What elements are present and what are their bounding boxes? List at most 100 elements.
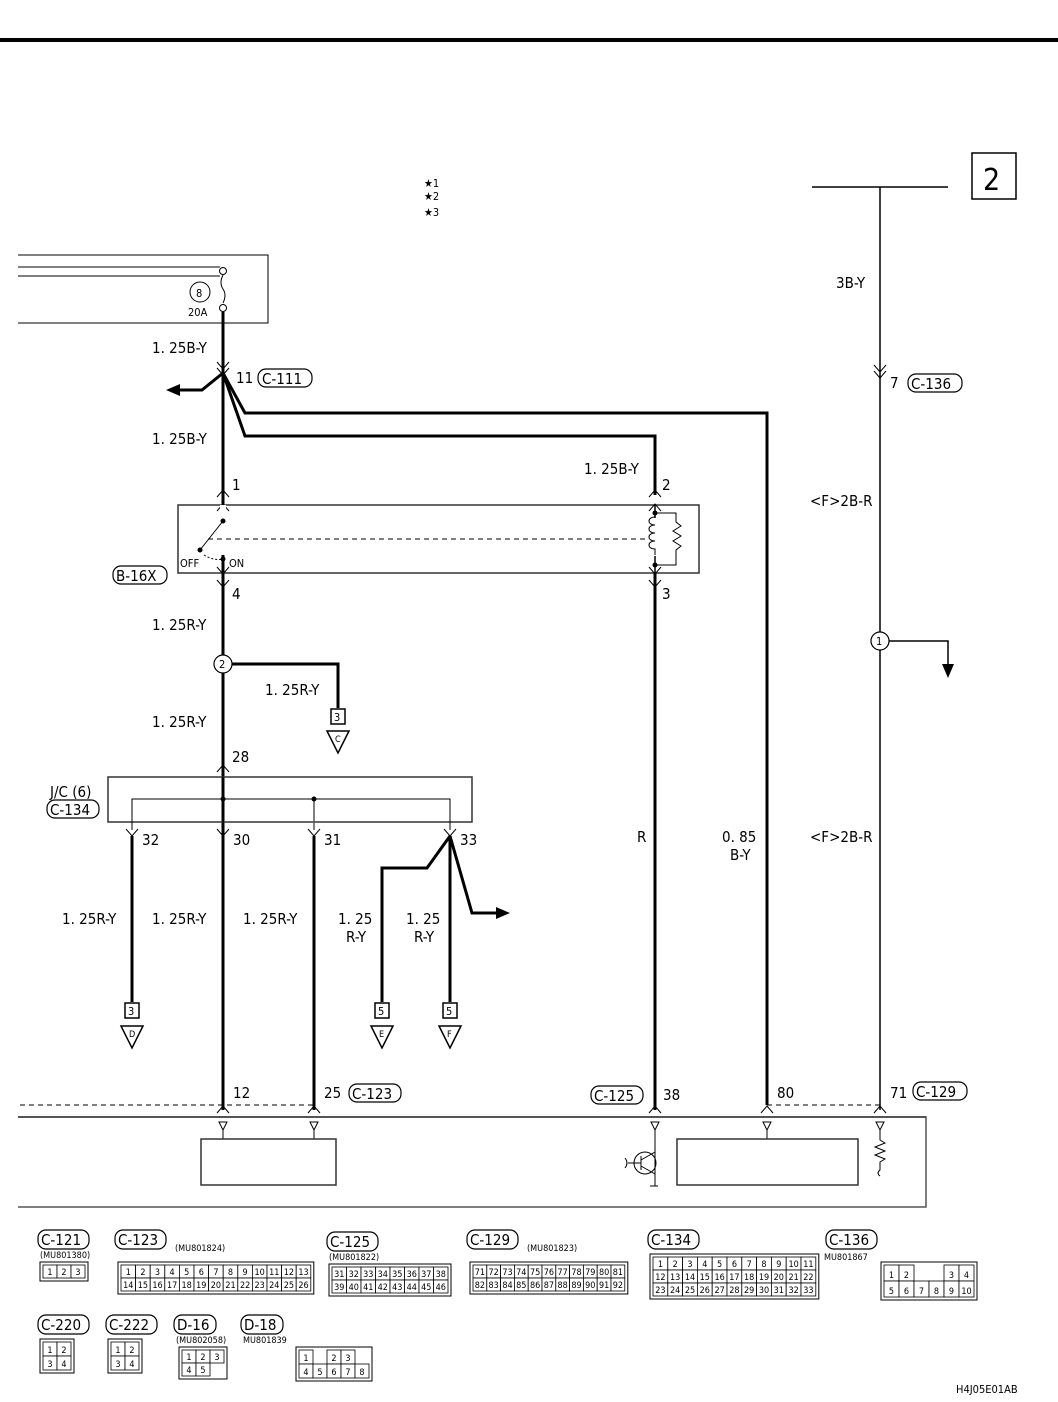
- c111-pin: 11: [236, 369, 253, 387]
- page-ref-box[interactable]: 2: [971, 152, 1017, 200]
- pin-number: 1: [186, 1353, 191, 1363]
- pin-number: 26: [298, 1281, 308, 1291]
- pin-number: 11: [803, 1260, 813, 1270]
- c111-connector-tag[interactable]: C-111: [257, 368, 313, 388]
- pin-number: 16: [152, 1281, 162, 1291]
- wire-label-fuse-out: 1. 25B-Y: [152, 339, 208, 357]
- pin-number: 1: [47, 1346, 52, 1356]
- svg-text:B-Y: B-Y: [730, 846, 751, 864]
- pin-number: 42: [378, 1283, 388, 1293]
- wire-label-c111-out: 1. 25B-Y: [152, 430, 208, 448]
- jc-in-pin: 28: [232, 748, 249, 766]
- offpage-connector-f[interactable]: 5 F: [437, 1002, 463, 1050]
- pin-number: 44: [407, 1283, 417, 1293]
- pin-number: 24: [269, 1281, 279, 1291]
- svg-text:C-136: C-136: [911, 375, 951, 393]
- wire-jc33-e: [380, 835, 452, 1002]
- pin-number: 2: [200, 1353, 205, 1363]
- pin-number: 2: [904, 1271, 909, 1281]
- c123-pin-12: 12: [233, 1084, 250, 1102]
- pin-number: 31: [334, 1270, 344, 1280]
- arrow-left-icon: [166, 384, 180, 396]
- offpage-connector-d[interactable]: 3 D: [119, 1002, 145, 1050]
- b16x-connector-tag[interactable]: B-16X: [112, 565, 168, 585]
- pin-number: 76: [544, 1268, 554, 1278]
- pin-number: 20: [211, 1281, 221, 1291]
- pin-number: 90: [585, 1281, 595, 1291]
- pin-number: 2: [331, 1354, 336, 1364]
- c125-connector-tag[interactable]: C-125: [590, 1085, 644, 1105]
- wire-to-relay-coil: [221, 372, 657, 495]
- ecu-block-left: [200, 1138, 337, 1186]
- offpage-connector-c[interactable]: 3 C: [325, 708, 351, 755]
- control-unit: [18, 1116, 927, 1208]
- pin-number: 10: [788, 1260, 798, 1270]
- wire-label-switch-out: 1. 25R-Y: [152, 616, 207, 634]
- pin-number: 82: [475, 1281, 485, 1291]
- connector-view-part: (MU801380): [40, 1251, 90, 1261]
- connector-view-part: MU801839: [243, 1336, 287, 1346]
- pin-number: 14: [685, 1273, 695, 1283]
- pin-number: 5: [889, 1287, 894, 1297]
- c129-pin-71: 71: [890, 1084, 907, 1102]
- pin-number: 15: [700, 1273, 710, 1283]
- c136-pin: 7: [890, 374, 899, 392]
- offpage-connector-e[interactable]: 5 E: [369, 1002, 395, 1050]
- pin-number: 9: [776, 1260, 781, 1270]
- pin-number: 19: [759, 1273, 769, 1283]
- connector-view-name: C-136: [829, 1231, 869, 1249]
- wire-label-relay-out: R: [637, 828, 646, 846]
- pin-number: 31: [774, 1286, 784, 1296]
- svg-text:D: D: [129, 1030, 135, 1040]
- wire-label-power-low: <F>2B-R: [810, 828, 872, 846]
- joint-connector-c134: J/C (6): [49, 776, 473, 830]
- c129-connector-tag[interactable]: C-129: [912, 1081, 968, 1101]
- pin-number: 80: [599, 1268, 609, 1278]
- pin-number: 35: [392, 1270, 402, 1280]
- pin-number: 4: [186, 1366, 191, 1376]
- wire-label-jc31: 1. 25R-Y: [243, 910, 298, 928]
- svg-text:1: 1: [876, 635, 882, 648]
- pin-number: 26: [700, 1286, 710, 1296]
- pin-number: 1: [47, 1268, 52, 1278]
- pin-number: 2: [61, 1268, 66, 1278]
- pin-number: 23: [655, 1286, 665, 1296]
- svg-text:5: 5: [378, 1005, 384, 1018]
- pin-number: 3: [214, 1353, 219, 1363]
- pin-number: 7: [919, 1287, 924, 1297]
- c123-connector-tag[interactable]: C-123: [348, 1083, 402, 1103]
- legend-star-3: ★3: [424, 206, 439, 219]
- svg-text:C-134: C-134: [50, 801, 90, 819]
- pin-number: 5: [717, 1260, 722, 1270]
- c136-connector-tag[interactable]: C-136: [907, 373, 963, 393]
- fuse-rating: 20A: [188, 306, 208, 319]
- wire-label-power-top: 3B-Y: [836, 274, 866, 292]
- svg-text:2: 2: [662, 476, 671, 494]
- resistor-icon: [873, 1130, 887, 1177]
- pin-number: 92: [613, 1281, 623, 1291]
- svg-text:R-Y: R-Y: [414, 928, 435, 946]
- pin-number: 1: [889, 1271, 894, 1281]
- svg-text:C-129: C-129: [916, 1083, 956, 1101]
- pin-number: 17: [167, 1281, 177, 1291]
- c134-connector-tag[interactable]: C-134: [46, 799, 100, 819]
- pin-number: 32: [788, 1286, 798, 1296]
- pin-number: 21: [225, 1281, 235, 1291]
- pin-number: 87: [544, 1281, 554, 1291]
- pin-number: 3: [155, 1268, 160, 1278]
- legend-star-2: ★2: [424, 190, 439, 203]
- pin-number: 73: [502, 1268, 512, 1278]
- jc-title: J/C (6): [49, 783, 91, 801]
- c125-pin-38: 38: [663, 1086, 680, 1104]
- wire-label-to-jc: 1. 25R-Y: [152, 713, 207, 731]
- pin-number: 85: [516, 1281, 526, 1291]
- pin-number: 24: [670, 1286, 680, 1296]
- pin-number: 10: [961, 1287, 971, 1297]
- pin-number: 8: [934, 1287, 939, 1297]
- pin-number: 38: [436, 1270, 446, 1280]
- pin-number: 7: [345, 1368, 350, 1378]
